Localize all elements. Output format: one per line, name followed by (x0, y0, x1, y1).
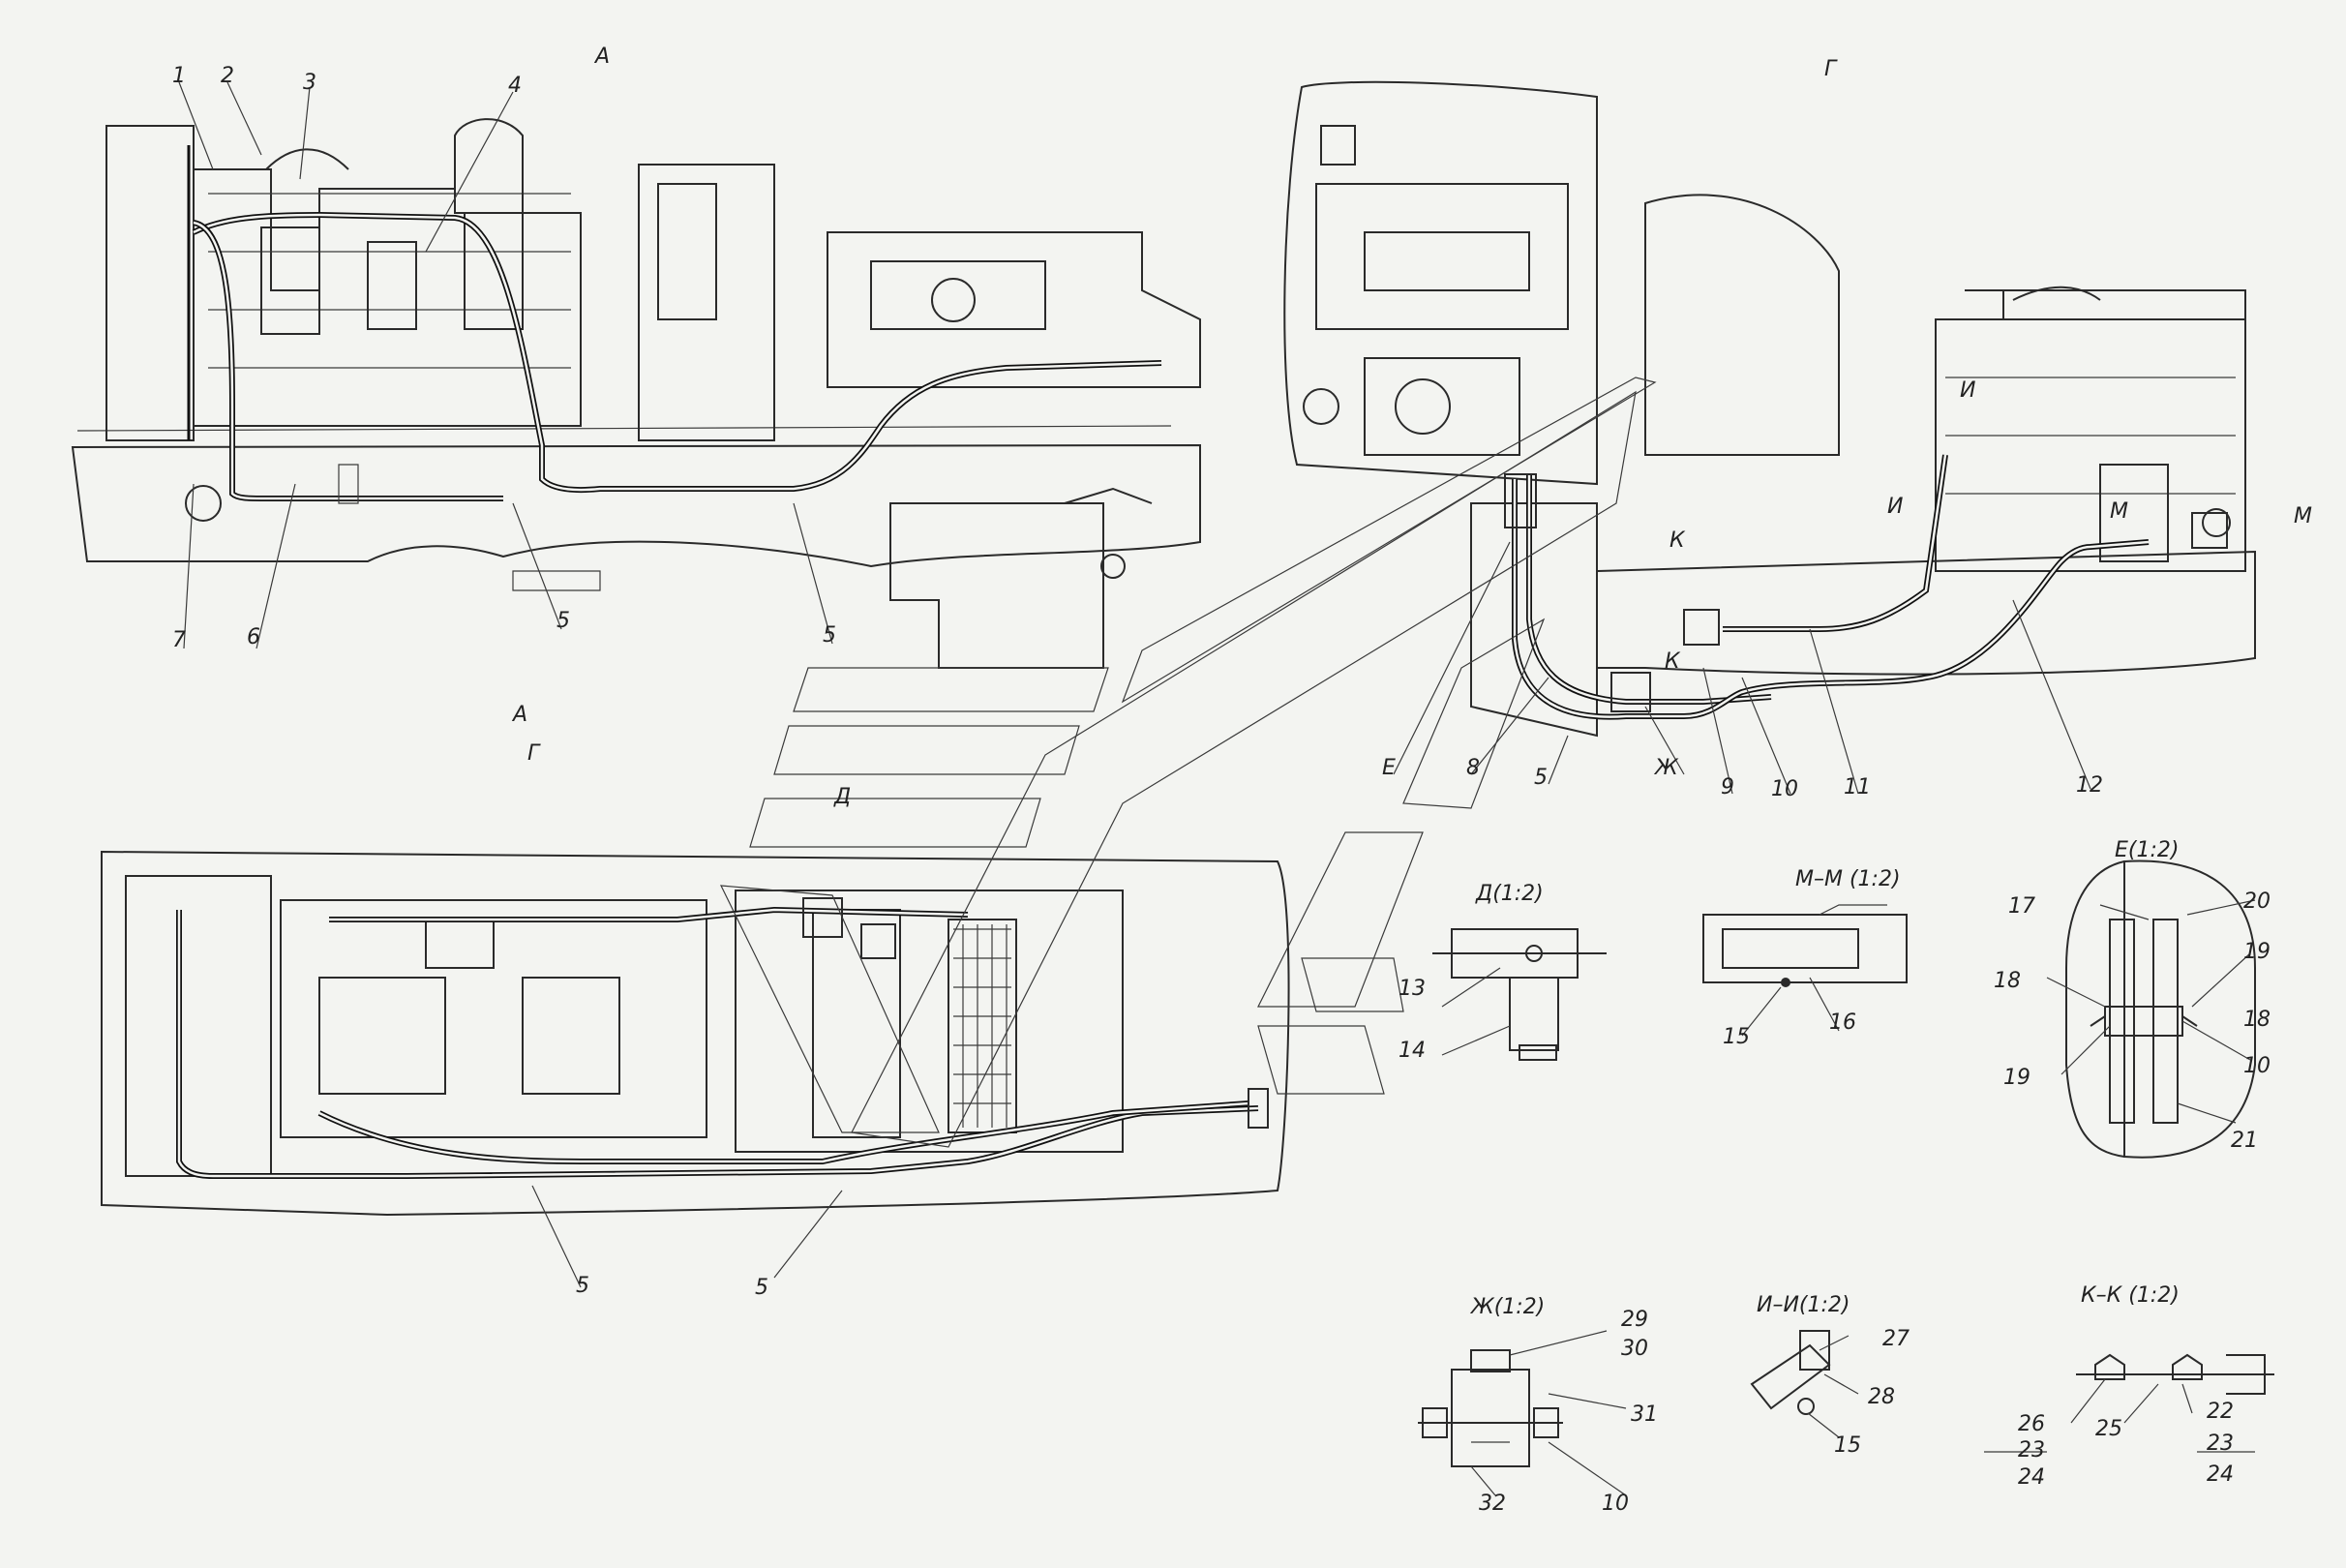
callout-26: 26 (2018, 1412, 2045, 1436)
callout-5b: 5 (823, 623, 836, 648)
callout-6: 6 (247, 625, 260, 649)
leader-lines (178, 81, 2256, 1496)
view-label-zh: Ж(1:2) (1469, 1295, 1545, 1319)
callout-10c: 10 (1602, 1492, 1629, 1516)
callout-10a: 10 (1771, 777, 1798, 801)
callout-23a: 23 (2018, 1438, 2045, 1462)
callout-29: 29 (1621, 1308, 1648, 1332)
callout-17: 17 (2008, 894, 2035, 919)
side-view-right (1283, 80, 2256, 738)
callout-32: 32 (1479, 1492, 1506, 1516)
view-label-g-bottom: Г (527, 741, 541, 766)
callout-5d: 5 (755, 1276, 768, 1300)
callout-19b: 19 (2003, 1066, 2030, 1090)
marker-k1: К (1669, 528, 1686, 553)
callout-24b: 24 (2207, 1462, 2234, 1487)
callout-30: 30 (1621, 1337, 1648, 1361)
view-label-g-top: Г (1824, 57, 1838, 81)
detail-i (1750, 1330, 1831, 1415)
callout-1: 1 (172, 64, 186, 88)
callout-22: 22 (2207, 1400, 2234, 1424)
callout-11: 11 (1844, 775, 1871, 799)
callout-2: 2 (221, 64, 234, 88)
callout-25: 25 (2095, 1417, 2122, 1441)
view-label-a-bottom: А (511, 703, 527, 727)
callout-5c: 5 (576, 1274, 589, 1298)
view-label-m: М–М (1:2) (1795, 867, 1901, 891)
callout-21: 21 (2231, 1129, 2258, 1153)
callout-10b: 10 (2243, 1054, 2271, 1078)
view-label-a-top: А (593, 45, 610, 69)
callout-15a: 15 (1723, 1025, 1750, 1049)
callout-9: 9 (1721, 775, 1734, 799)
marker-zh: Ж (1653, 756, 1679, 780)
marker-d: Д (833, 785, 851, 809)
detail-zh (1418, 1349, 1563, 1467)
detail-k (2076, 1353, 2274, 1395)
view-label-i: И–И(1:2) (1757, 1293, 1850, 1317)
callout-3: 3 (303, 71, 316, 95)
marker-m1: М (2110, 499, 2128, 524)
callout-8: 8 (1466, 756, 1480, 780)
callout-31: 31 (1631, 1402, 1658, 1427)
callout-4: 4 (508, 74, 522, 98)
marker-k2: К (1665, 649, 1681, 674)
callout-18b: 18 (2243, 1008, 2271, 1032)
side-view-left (71, 118, 1201, 669)
callout-27: 27 (1882, 1327, 1910, 1351)
detail-e (2065, 859, 2256, 1159)
callout-28: 28 (1868, 1385, 1895, 1409)
watermark-logo (719, 377, 1657, 1148)
callout-13: 13 (1399, 977, 1426, 1001)
view-label-k: К–К (1:2) (2081, 1283, 2180, 1308)
marker-m2: М (2294, 504, 2312, 528)
callout-23b: 23 (2207, 1432, 2234, 1456)
callout-5a: 5 (556, 609, 570, 633)
callout-20: 20 (2243, 890, 2271, 914)
detail-m (1702, 904, 1908, 987)
view-label-d: Д(1:2) (1475, 882, 1544, 906)
callout-24a: 24 (2018, 1465, 2045, 1490)
callout-12: 12 (2076, 773, 2103, 798)
callout-18a: 18 (1994, 969, 2021, 993)
callout-16: 16 (1829, 1010, 1856, 1035)
view-label-e: Е(1:2) (2115, 838, 2179, 862)
callout-15b: 15 (1834, 1433, 1861, 1458)
callout-14: 14 (1399, 1039, 1426, 1063)
marker-i2: И (1887, 495, 1903, 519)
marker-e: Е (1382, 756, 1396, 780)
plan-view (101, 850, 1290, 1217)
marker-i1: И (1960, 378, 1975, 403)
callout-19a: 19 (2243, 940, 2271, 964)
detail-d (1432, 928, 1607, 1061)
callout-5e: 5 (1534, 766, 1548, 790)
callout-7: 7 (172, 628, 186, 652)
